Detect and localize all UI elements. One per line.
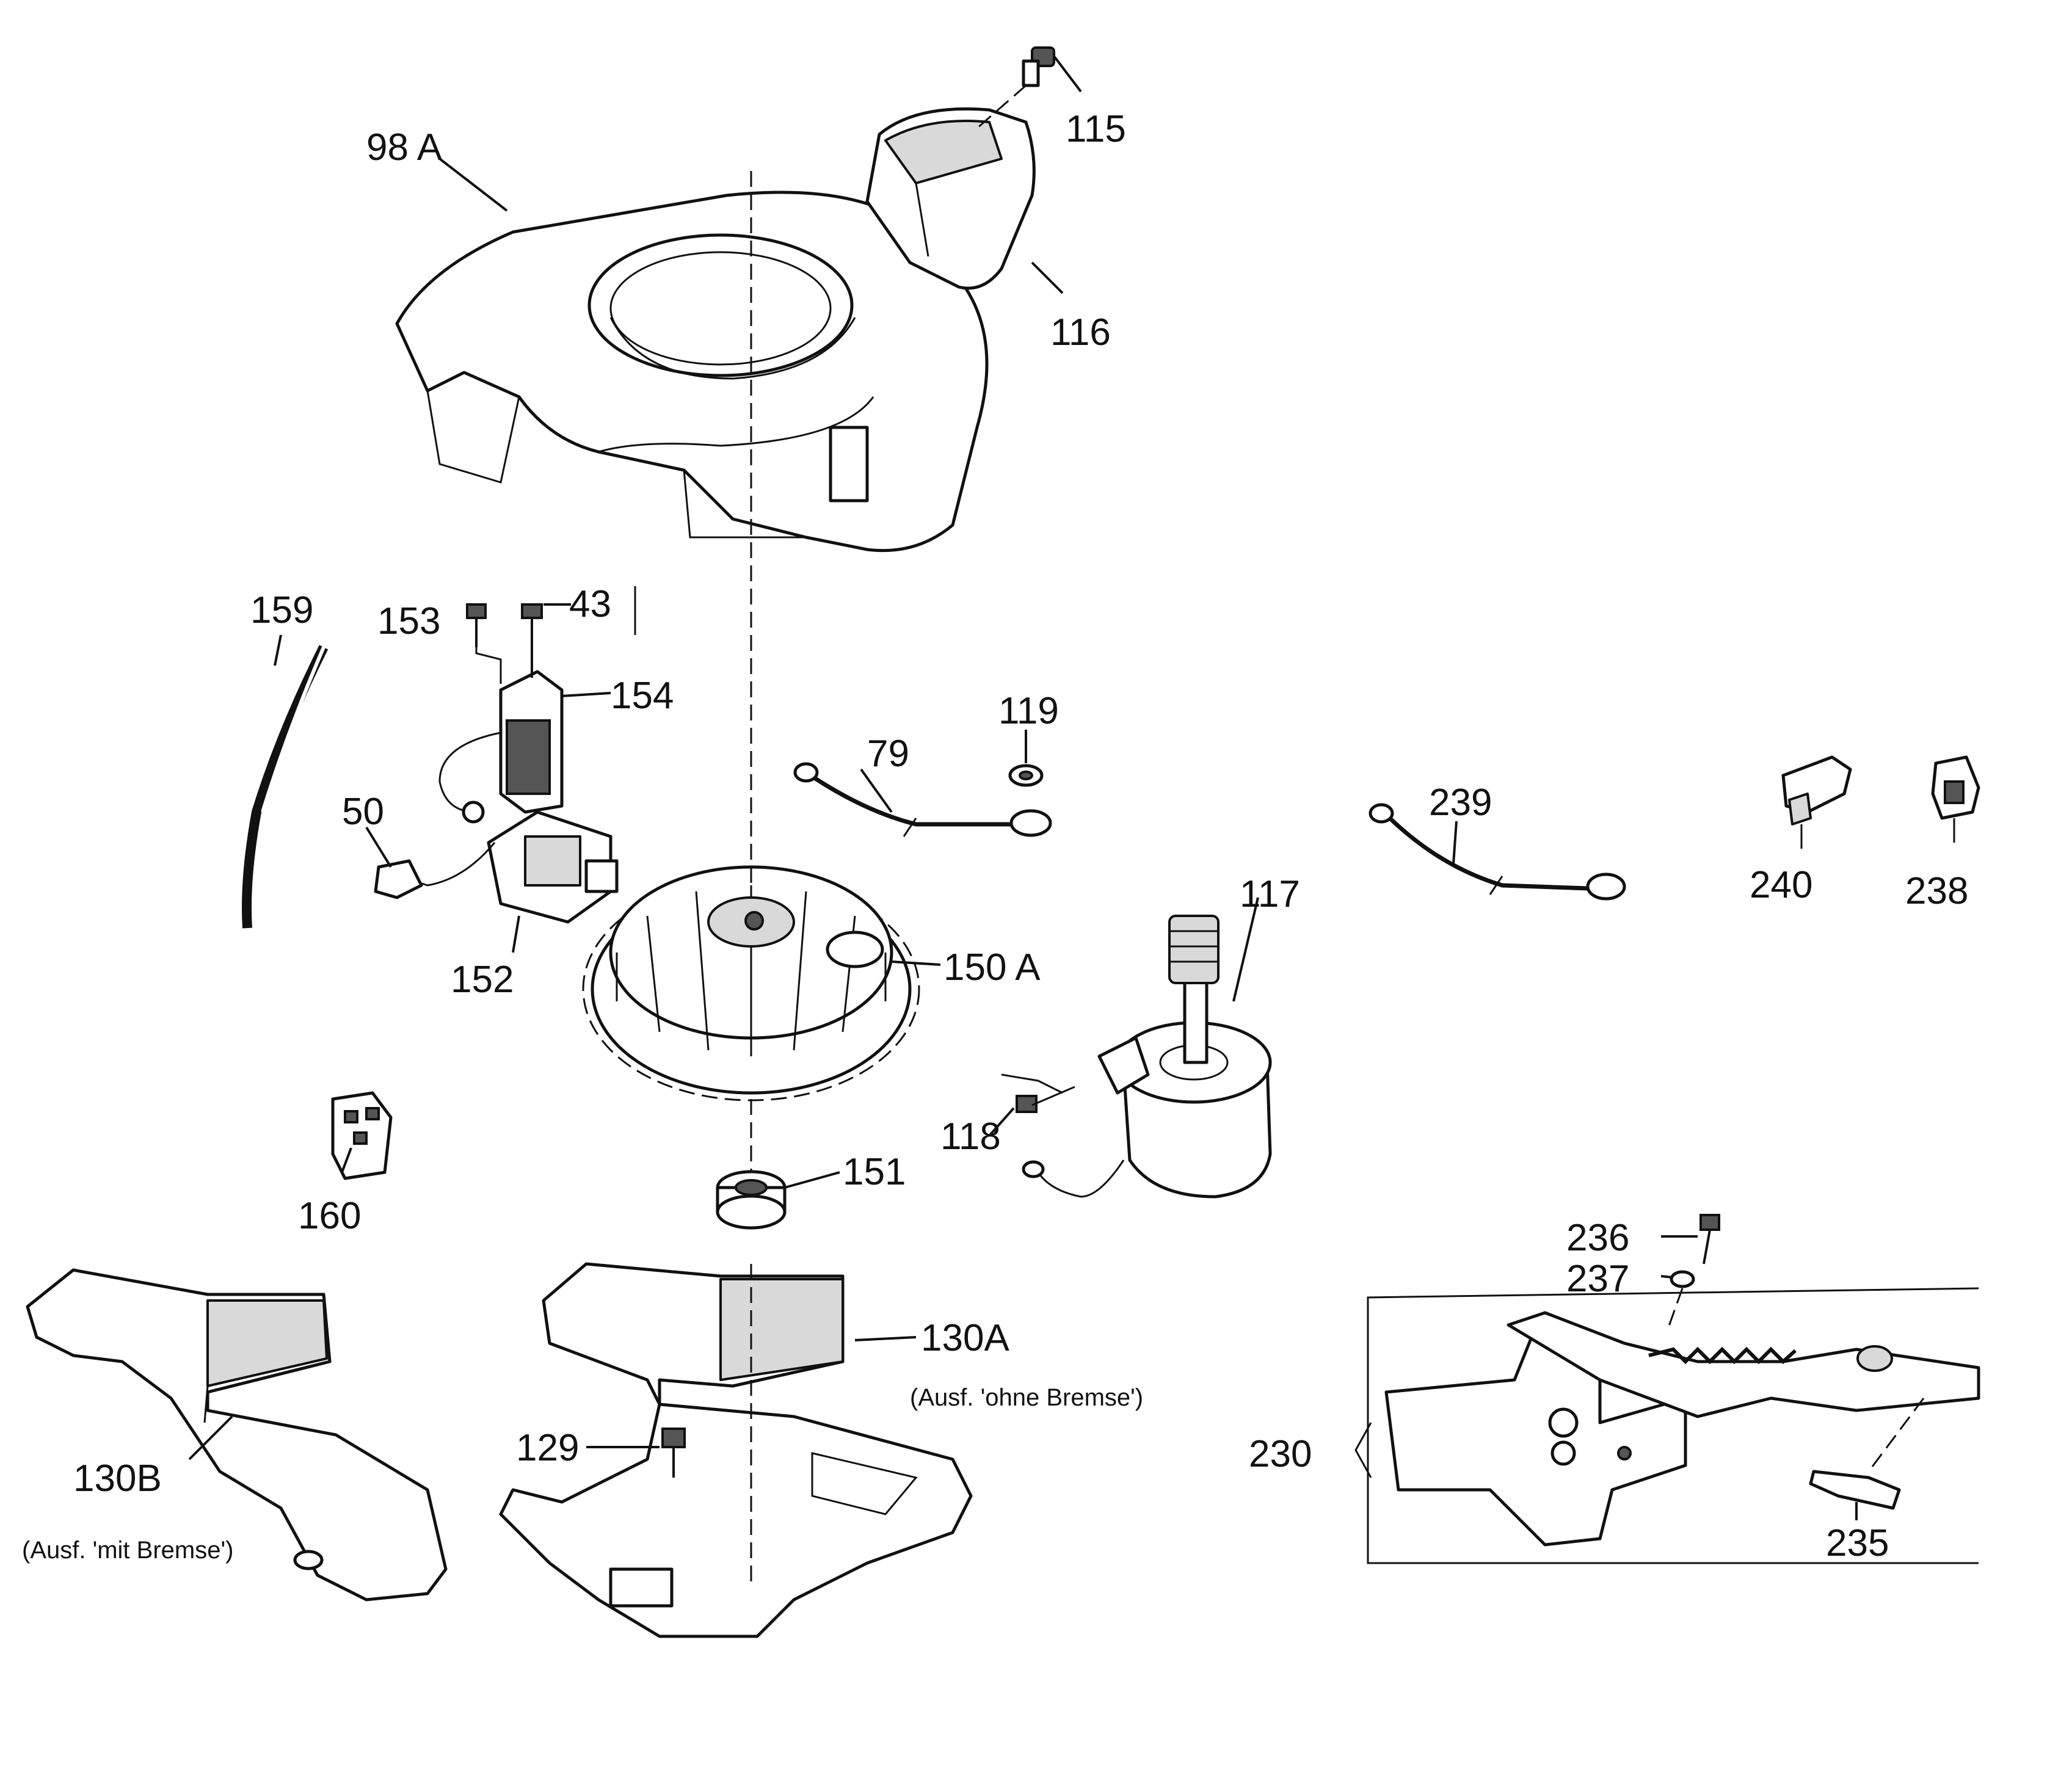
cover-130a [499,1262,973,1638]
screw-129 [661,1428,686,1478]
leader-lines [188,158,1858,1520]
ignition-module [374,670,619,924]
screw-115 [976,46,1082,129]
label-151: 151 [843,1151,906,1193]
blower-housing [395,107,1036,553]
part-labels: 98 A 115 116 159 153 43 154 50 152 79 11… [22,108,1968,1564]
note-mit-bremse: (Ausf. 'mit Bremse') [22,1537,233,1564]
cover-130b [26,1268,448,1602]
bushing-151 [716,1170,787,1230]
label-159: 159 [250,589,313,631]
label-154: 154 [611,675,674,717]
screw-236 [1699,1214,1720,1265]
label-43: 43 [569,583,611,625]
label-117: 117 [1240,873,1300,915]
label-150a: 150 A [943,946,1041,989]
label-160: 160 [298,1195,361,1237]
label-116: 116 [1050,311,1111,354]
connector-160 [331,1091,393,1180]
label-238: 238 [1905,870,1968,912]
cable-239 [1369,803,1626,901]
label-79: 79 [867,733,909,775]
label-235: 235 [1826,1522,1889,1564]
label-129: 129 [516,1427,579,1469]
label-115: 115 [1066,108,1126,150]
cable-79 [793,762,1052,837]
label-240: 240 [1750,864,1812,906]
label-119: 119 [998,690,1059,732]
label-153: 153 [377,600,440,642]
screw-153 [466,603,502,684]
note-ohne-bremse: (Ausf. 'ohne Bremse') [910,1384,1143,1411]
hose-159 [242,645,329,929]
label-130a: 130A [921,1317,1009,1359]
switch-238 [1931,755,1980,843]
label-239: 239 [1429,782,1492,824]
label-118: 118 [940,1116,1001,1158]
brake-assembly [1367,1287,1980,1564]
washer-237 [1666,1270,1695,1332]
flywheel [582,865,920,1101]
label-152: 152 [451,959,514,1001]
starter-motor [1022,915,1272,1199]
label-130b: 130B [73,1457,162,1500]
clip-240 [1781,755,1852,849]
label-230: 230 [1249,1433,1312,1475]
screw-43 [521,586,636,678]
bolt-118 [1001,1073,1075,1113]
label-98a: 98 A [366,126,443,169]
label-236: 236 [1566,1217,1629,1259]
label-237: 237 [1566,1258,1629,1300]
nut-119 [1008,764,1044,787]
label-50: 50 [342,791,384,833]
